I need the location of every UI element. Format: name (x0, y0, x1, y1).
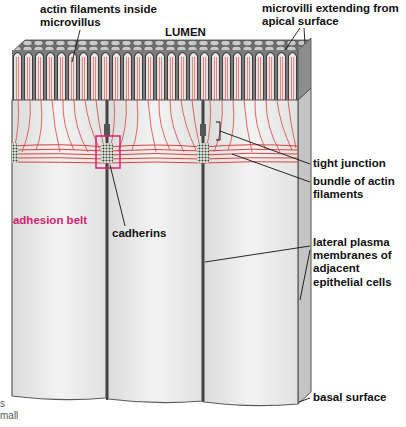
actin-roots (110, 100, 200, 152)
microvilli-side (298, 38, 311, 100)
highlight-label: adhesion belt (10, 214, 90, 227)
part-label: microvilli extending from apical surface (262, 2, 402, 28)
cadherin-cluster (101, 143, 113, 163)
actin-bundle (12, 145, 298, 163)
cropped-note: s (0, 398, 24, 410)
tight-junction (104, 124, 110, 136)
part-label: bundle of actin filaments (313, 175, 405, 201)
cadherin-cluster (197, 143, 209, 163)
tight-junction (200, 124, 206, 136)
part-label: cadherins (112, 227, 192, 240)
part-label: tight junction (313, 157, 405, 170)
actin-roots (206, 100, 296, 152)
leader-lines (72, 28, 310, 402)
region-label: LUMEN (165, 26, 225, 39)
part-label: lateral plasma membranes of adjacent epi… (313, 236, 405, 289)
actin-roots (14, 100, 104, 152)
highlight-box (96, 136, 120, 168)
bracket (216, 122, 220, 140)
part-label: actin filaments inside microvillus (40, 3, 165, 29)
cadherin-cluster (12, 143, 18, 163)
microvilli-row (12, 50, 298, 100)
cropped-note: mall (0, 410, 50, 422)
part-label: basal surface (313, 391, 405, 404)
